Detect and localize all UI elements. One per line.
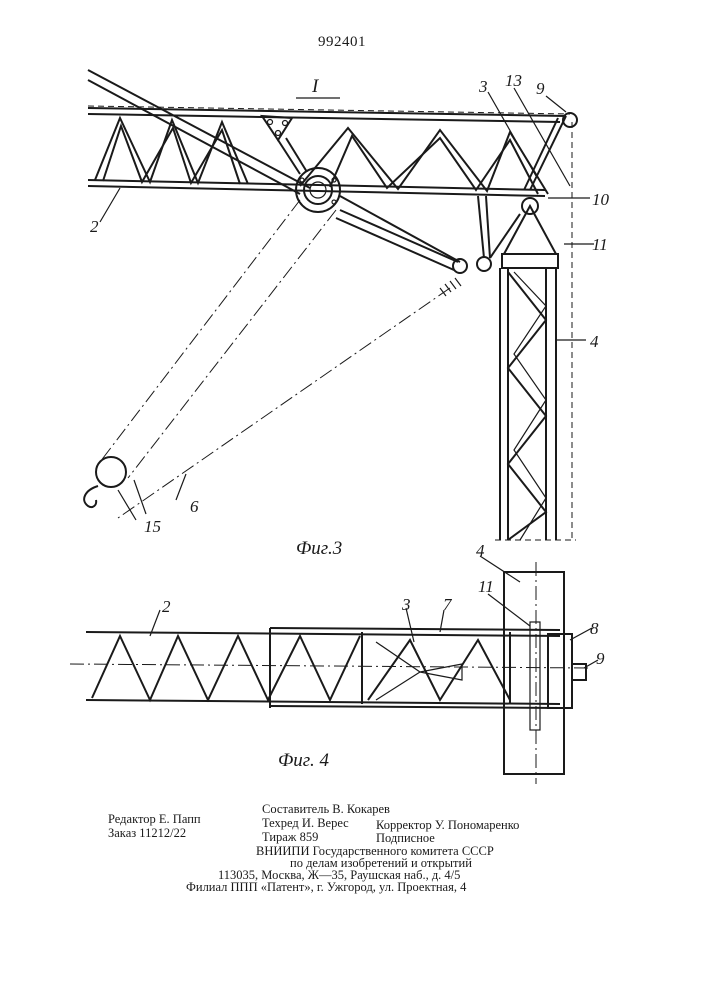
rope [118,288,450,518]
branch-address: Филиал ППП «Патент», г. Ужгород, ул. Про… [186,880,466,894]
jib-plan [70,628,590,708]
label-2: 2 [162,597,171,616]
print-run: Тираж 859 [262,830,318,844]
label-11: 11 [592,235,608,254]
label-13: 13 [505,71,522,90]
compiler: Составитель В. Кокарев [262,802,390,816]
label-15: 15 [144,517,161,536]
label-8: 8 [590,619,599,638]
corrector: Корректор У. Пономаренко [376,818,519,832]
order-number: Заказ 11212/22 [108,826,186,840]
editor: Редактор Е. Папп [108,812,201,826]
head-plate [530,622,586,730]
label-3: 3 [478,77,488,96]
tech-editor: Техред И. Верес [262,816,349,830]
tower [495,122,576,540]
hoisted-element [84,200,336,520]
label-9: 9 [596,649,605,668]
label-4: 4 [590,332,599,351]
inclined-strut [88,70,310,194]
label-11: 11 [478,577,494,596]
subscription: Подписное [376,831,435,845]
figure-3: I [84,70,609,559]
label-7: 7 [443,595,453,614]
label-3: 3 [401,595,411,614]
label-6: 6 [190,497,199,516]
tower-plan [504,572,564,774]
label-4: 4 [476,541,485,560]
figure-3-caption: Фиг.3 [296,538,342,559]
view-mark: I [311,76,320,97]
label-10: 10 [592,190,610,209]
label-9: 9 [536,79,545,98]
figure-4: 4 11 2 3 7 8 9 Фиг. 4 [70,541,605,784]
label-2: 2 [90,217,99,236]
tie-rods [336,196,520,273]
figure-4-caption: Фиг. 4 [278,750,329,771]
